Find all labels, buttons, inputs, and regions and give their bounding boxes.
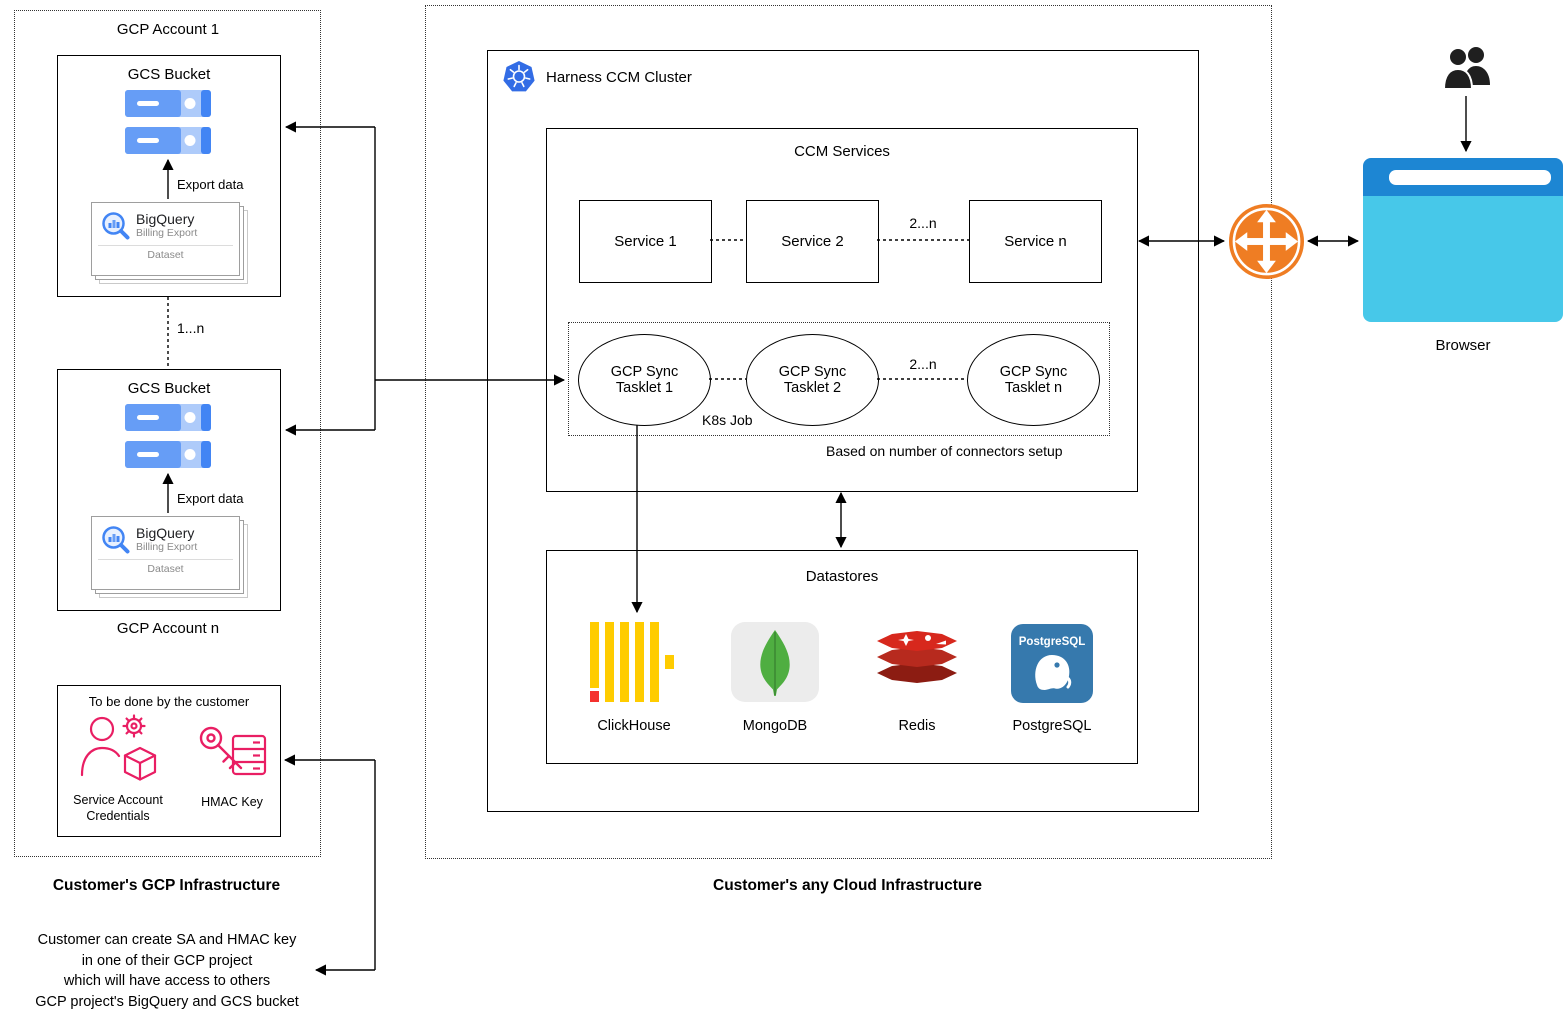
export-data-label: Export data bbox=[177, 177, 244, 192]
hmac-key-label: HMAC Key bbox=[201, 795, 263, 809]
export-data-label: Export data bbox=[177, 491, 244, 506]
bigquery-subtitle: Billing Export bbox=[136, 541, 198, 554]
bigquery-icon bbox=[100, 210, 130, 240]
customer-tasks-box: To be done by the customer bbox=[57, 685, 281, 837]
service-account-label: Service Account Credentials bbox=[73, 793, 163, 824]
gcs-bucket-box-2: GCS Bucket Export data bbox=[57, 369, 281, 611]
gcp-sync-tasklet-1: GCP Sync Tasklet 1 bbox=[578, 334, 711, 426]
gcp-sync-tasklet-n: GCP Sync Tasklet n bbox=[967, 334, 1100, 426]
postgresql-icon-text: PostgreSQL bbox=[1019, 636, 1085, 648]
postgresql-label: PostgreSQL bbox=[1012, 718, 1092, 734]
ccm-services-box: CCM Services bbox=[546, 128, 1138, 492]
bigquery-icon bbox=[100, 524, 130, 554]
bigquery-dataset-label: Dataset bbox=[147, 249, 184, 261]
mongodb-icon bbox=[731, 622, 819, 702]
gcs-bucket-box-1: GCS Bucket Export data bbox=[57, 55, 281, 297]
clickhouse-label: ClickHouse bbox=[597, 718, 671, 734]
clickhouse-icon bbox=[590, 622, 678, 702]
service-1-box: Service 1 bbox=[579, 200, 712, 283]
redis-label: Redis bbox=[898, 718, 936, 734]
connectors-note: Based on number of connectors setup bbox=[826, 443, 1063, 459]
browser-title-bar bbox=[1363, 158, 1563, 196]
postgresql-icon: PostgreSQL bbox=[1011, 624, 1093, 703]
cluster-title: Harness CCM Cluster bbox=[546, 69, 692, 86]
k8s-job-label: K8s Job bbox=[702, 412, 753, 428]
footnote-text: Customer can create SA and HMAC key in o… bbox=[35, 932, 299, 1010]
customer-tasks-title: To be done by the customer bbox=[88, 694, 250, 709]
mongodb-label: MongoDB bbox=[742, 718, 808, 734]
k8s-job-group-box bbox=[568, 322, 1110, 436]
cloud-infrastructure-region bbox=[425, 5, 1272, 859]
two-to-n-label-tasklets: 2...n bbox=[909, 356, 937, 372]
service-account-icon bbox=[76, 712, 166, 788]
service-n-box: Service n bbox=[969, 200, 1102, 283]
gcs-bucket-icon bbox=[125, 90, 211, 154]
gcp-region-title: Customer's GCP Infrastructure bbox=[52, 877, 281, 894]
cloud-region-title: Customer's any Cloud Infrastructure bbox=[713, 877, 982, 894]
users-icon bbox=[1441, 44, 1493, 94]
gcs-bucket-title: GCS Bucket bbox=[127, 66, 211, 83]
bigquery-title: BigQuery bbox=[136, 524, 195, 541]
browser-window bbox=[1363, 158, 1563, 322]
bigquery-card: BigQuery Billing Export Dataset bbox=[91, 516, 240, 590]
gcp-account-1-label: GCP Account 1 bbox=[116, 21, 220, 38]
bigquery-card-divider bbox=[98, 559, 233, 560]
one-to-n-label: 1...n bbox=[177, 320, 205, 336]
gcs-bucket-icon bbox=[125, 404, 211, 468]
service-2-box: Service 2 bbox=[746, 200, 879, 283]
datastores-title: Datastores bbox=[805, 568, 879, 585]
browser-viewport bbox=[1363, 196, 1563, 322]
two-to-n-label-services: 2...n bbox=[909, 215, 937, 231]
bigquery-title: BigQuery bbox=[136, 210, 195, 227]
gcp-infrastructure-region bbox=[14, 10, 321, 857]
browser-label: Browser bbox=[1435, 337, 1491, 354]
hmac-key-icon bbox=[197, 724, 269, 786]
bigquery-subtitle: Billing Export bbox=[136, 227, 198, 240]
bigquery-card-divider bbox=[98, 245, 233, 246]
gcp-account-n-label: GCP Account n bbox=[116, 620, 220, 637]
browser-address-bar bbox=[1389, 170, 1551, 185]
bigquery-card: BigQuery Billing Export Dataset bbox=[91, 202, 240, 276]
gcp-sync-tasklet-2: GCP Sync Tasklet 2 bbox=[746, 334, 879, 426]
load-balancer-icon bbox=[1228, 203, 1305, 280]
ccm-services-title: CCM Services bbox=[794, 143, 890, 160]
kubernetes-icon bbox=[502, 60, 536, 94]
bigquery-dataset-label: Dataset bbox=[147, 563, 184, 575]
redis-icon bbox=[876, 628, 958, 700]
gcs-bucket-title: GCS Bucket bbox=[127, 380, 211, 397]
